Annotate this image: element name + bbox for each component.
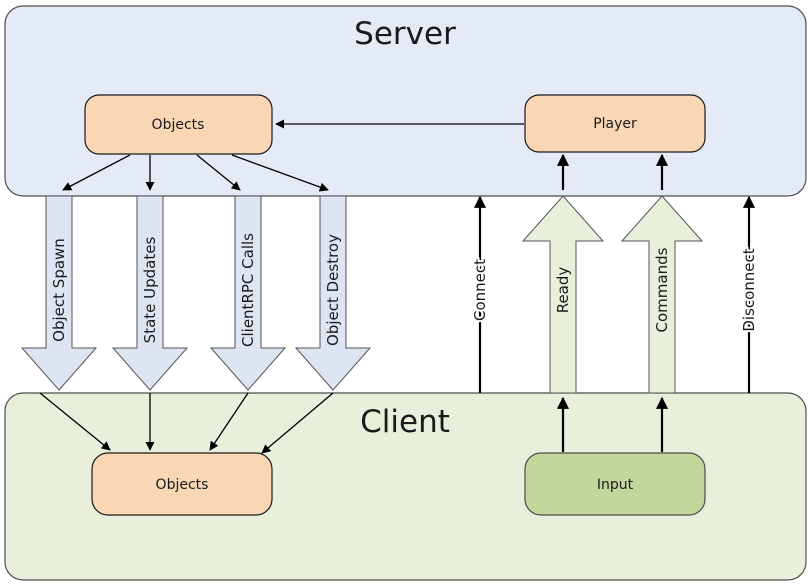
panel-title-server: Server bbox=[354, 16, 456, 52]
block-arrows-layer bbox=[20, 195, 704, 394]
block-arrow-clientrpc-calls bbox=[209, 195, 287, 391]
block-arrow-commands bbox=[620, 195, 704, 394]
block-arrow-ready bbox=[521, 195, 605, 394]
node-label-server-player: Player bbox=[593, 116, 637, 132]
panel-client bbox=[4, 392, 807, 581]
node-label-client-objects: Objects bbox=[156, 477, 209, 493]
block-arrow-state-updates bbox=[111, 195, 189, 391]
block-arrow-object-spawn bbox=[20, 195, 98, 391]
node-server-player[interactable] bbox=[524, 94, 706, 153]
node-server-objects[interactable] bbox=[84, 94, 273, 155]
nodes-layer bbox=[84, 94, 706, 516]
connector-server-objects-to-spawn bbox=[62, 154, 131, 191]
connector-spawn-to-client-objects bbox=[39, 392, 111, 451]
line-arrow-label-connect: Connect bbox=[471, 259, 489, 321]
connector-server-objects-to-destroy bbox=[231, 154, 329, 192]
node-client-input[interactable] bbox=[524, 452, 706, 516]
block-arrow-label-ready: Ready bbox=[554, 267, 572, 314]
line-arrow-label-disconnect: Disconnect bbox=[740, 248, 758, 331]
panel-title-client: Client bbox=[360, 404, 450, 440]
block-arrow-label-object-spawn: Object Spawn bbox=[50, 238, 68, 342]
block-arrow-label-object-destroy: Object Destroy bbox=[324, 234, 342, 346]
connectors-layer bbox=[39, 119, 669, 454]
line-arrows-layer bbox=[473, 195, 756, 393]
block-arrow-label-clientrpc-calls: ClientRPC Calls bbox=[239, 233, 257, 347]
connector-destroy-to-client-objects bbox=[261, 392, 334, 454]
block-arrow-object-destroy bbox=[294, 195, 372, 391]
connector-rpc-to-client-objects bbox=[209, 392, 249, 451]
block-arrow-label-commands: Commands bbox=[653, 247, 671, 332]
connector-server-objects-to-rpc bbox=[196, 154, 241, 191]
block-arrow-label-state-updates: State Updates bbox=[141, 237, 159, 344]
node-label-client-input: Input bbox=[597, 477, 634, 493]
node-label-server-objects: Objects bbox=[152, 117, 205, 133]
node-client-objects[interactable] bbox=[91, 452, 273, 516]
